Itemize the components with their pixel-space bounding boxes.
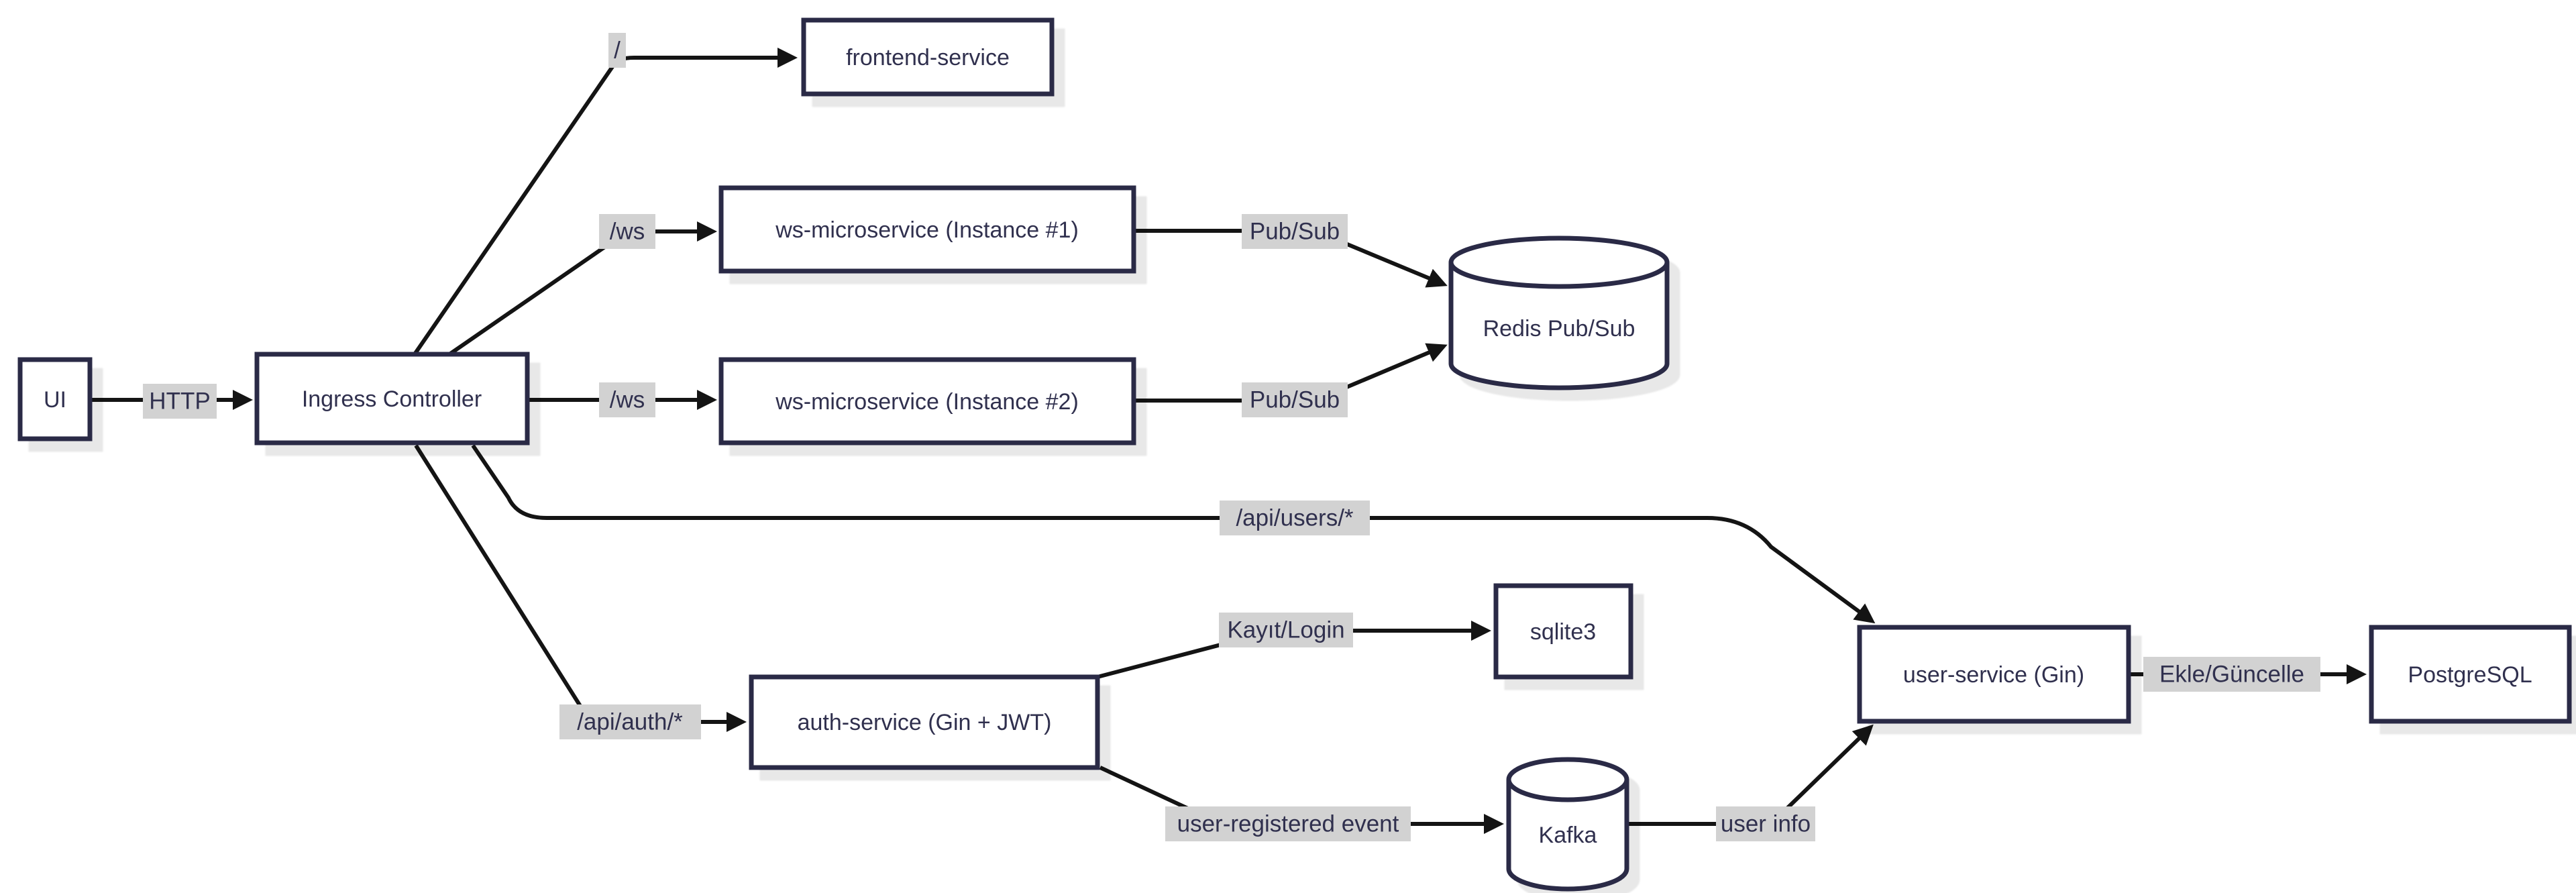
node-postgres-label: PostgreSQL (2408, 662, 2532, 688)
node-frontend-label: frontend-service (846, 45, 1010, 70)
edge-label-bg (2143, 657, 2320, 692)
edge-label-text: user info (1721, 811, 1811, 837)
edge-label-text: /ws (610, 387, 645, 413)
edge-label-text: /api/auth/* (577, 709, 683, 735)
edge-label-ws-1: /ws (599, 214, 655, 249)
node-ws-microservice-2: ws-microservice (Instance #2) (718, 357, 1136, 445)
edge-label-text: /api/users/* (1236, 505, 1353, 531)
edge-label-bg (599, 382, 655, 417)
node-ui-label: UI (44, 387, 66, 413)
edge-label-bg (599, 214, 655, 249)
edge-label-text: Kayıt/Login (1227, 617, 1344, 643)
edge-label-text: /ws (610, 219, 645, 245)
edge-label-bg (143, 384, 217, 419)
node-ui: UI (17, 357, 93, 441)
edge-label-bg (1242, 382, 1348, 417)
node-ui-box (17, 357, 93, 441)
database-cylinder-icon (1448, 262, 1670, 390)
node-ws1-label: ws-microservice (Instance #1) (775, 217, 1079, 243)
node-ingress-controller: Ingress Controller (254, 352, 530, 445)
node-ws2-box (718, 357, 1136, 445)
node-frontend-box (801, 17, 1055, 97)
node-sqlite-box (1493, 583, 1633, 680)
edge-label-ekle-guncelle: Ekle/Güncelle (2143, 657, 2320, 692)
node-ingress-box (254, 352, 530, 445)
node-user-service: user-service (Gin) (1857, 625, 2131, 724)
node-ws2-label: ws-microservice (Instance #2) (775, 389, 1079, 415)
edge-label-text: / (614, 38, 621, 64)
node-postgres-box (2369, 625, 2572, 724)
node-redis-pubsub: Redis Pub/Sub (1448, 235, 1670, 390)
edge-label-text: Ekle/Güncelle (2159, 662, 2304, 688)
edge-label-bg (1242, 214, 1348, 249)
edge-label-text: Pub/Sub (1250, 387, 1340, 413)
node-sqlite3: sqlite3 (1493, 583, 1633, 680)
edge-ingress-to-userservice (471, 444, 1876, 624)
node-ingress-label: Ingress Controller (302, 386, 482, 412)
node-frontend-service: frontend-service (801, 17, 1055, 97)
edge-label-api-users: /api/users/* (1220, 501, 1370, 535)
node-auth-label: auth-service (Gin + JWT) (798, 710, 1052, 735)
database-cylinder-icon (1506, 780, 1629, 892)
edge-label-bg (1220, 501, 1370, 535)
edge-label-root-path: / (608, 33, 626, 68)
edge-label-bg (1716, 806, 1815, 841)
node-redis-label: Redis Pub/Sub (1483, 316, 1635, 342)
edge-label-api-auth: /api/auth/* (559, 704, 701, 739)
edge-label-bg (608, 33, 626, 68)
node-auth-box (749, 674, 1100, 770)
edge-label-bg (1165, 806, 1411, 841)
edge-label-bg (559, 704, 701, 739)
edge-label-user-registered-event: user-registered event (1165, 806, 1411, 841)
node-ws-microservice-1: ws-microservice (Instance #1) (718, 185, 1136, 274)
node-ws1-box (718, 185, 1136, 274)
edge-label-bg (1219, 613, 1353, 647)
edge-label-text: Pub/Sub (1250, 219, 1340, 245)
database-cylinder-top-icon (1448, 235, 1670, 289)
edge-ingress-to-auth (414, 444, 747, 732)
database-cylinder-top-icon (1506, 757, 1629, 802)
edge-label-user-info: user info (1716, 806, 1815, 841)
edge-label-pubsub-1: Pub/Sub (1242, 214, 1348, 249)
node-postgresql: PostgreSQL (2369, 625, 2572, 724)
node-sqlite-label: sqlite3 (1530, 619, 1596, 645)
edge-label-text: user-registered event (1177, 811, 1399, 837)
edge-label-pubsub-2: Pub/Sub (1242, 382, 1348, 417)
edge-label-http: HTTP (143, 384, 217, 419)
node-auth-service: auth-service (Gin + JWT) (749, 674, 1100, 770)
edge-label-text: HTTP (149, 388, 210, 415)
node-kafka: Kafka (1506, 757, 1629, 892)
edge-label-kayit-login: Kayıt/Login (1219, 613, 1353, 647)
node-userservice-box (1857, 625, 2131, 724)
node-kafka-label: Kafka (1539, 823, 1597, 848)
edge-label-ws-2: /ws (599, 382, 655, 417)
edge-labels: HTTP / /ws /ws Pub/Sub Pub/Sub /api/user… (143, 33, 2320, 841)
node-userservice-label: user-service (Gin) (1903, 662, 2084, 688)
